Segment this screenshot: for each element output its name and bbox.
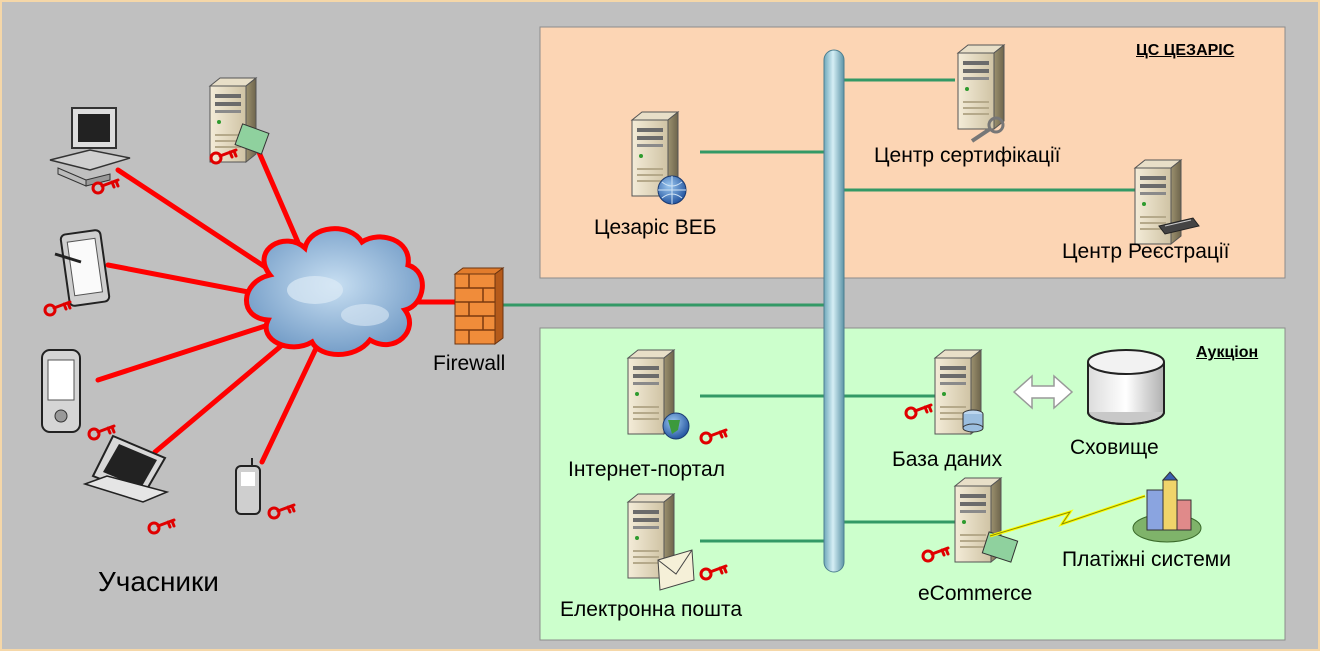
firewall-label: Firewall	[433, 352, 506, 375]
reg-center-label: Центр Реєстрації	[1062, 240, 1230, 263]
ca-zone-title: ЦС ЦЕЗАРІС	[1136, 42, 1235, 59]
database-server-icon	[934, 349, 984, 435]
web-server-label: Цезаріс ВЕБ	[594, 216, 717, 239]
portal-server-icon	[627, 349, 690, 440]
storage-icon	[1087, 349, 1165, 425]
reg-server-icon	[1134, 159, 1200, 245]
internet-cloud-icon	[244, 226, 425, 357]
web-server-icon	[631, 111, 687, 205]
bank-building-icon	[1132, 471, 1202, 543]
green-links	[500, 78, 1135, 543]
tablet-icon	[54, 229, 111, 307]
bidirectional-arrow-icon	[1012, 374, 1074, 410]
storage-label: Сховище	[1070, 436, 1159, 459]
ecommerce-server-icon	[954, 477, 1019, 563]
ecommerce-label: eCommerce	[918, 582, 1033, 605]
mail-server-icon	[627, 493, 695, 591]
auction-zone-title: Аукціон	[1196, 344, 1259, 361]
network-bus	[823, 49, 845, 573]
participants-label: Учасники	[98, 566, 219, 597]
firewall-icon	[453, 267, 505, 345]
database-label: База даних	[892, 448, 1003, 471]
payments-label: Платіжні системи	[1062, 548, 1231, 571]
cert-server-icon	[957, 44, 1005, 143]
cert-center-label: Центр сертифікації	[874, 144, 1061, 167]
mobile-phone-icon	[235, 458, 261, 515]
laptop-icon	[82, 434, 170, 503]
portal-label: Інтернет-портал	[568, 458, 725, 481]
pda-icon	[41, 349, 81, 433]
server-participant-icon	[209, 77, 270, 163]
desktop-pc-icon	[49, 107, 131, 187]
mail-label: Електронна пошта	[560, 598, 743, 621]
